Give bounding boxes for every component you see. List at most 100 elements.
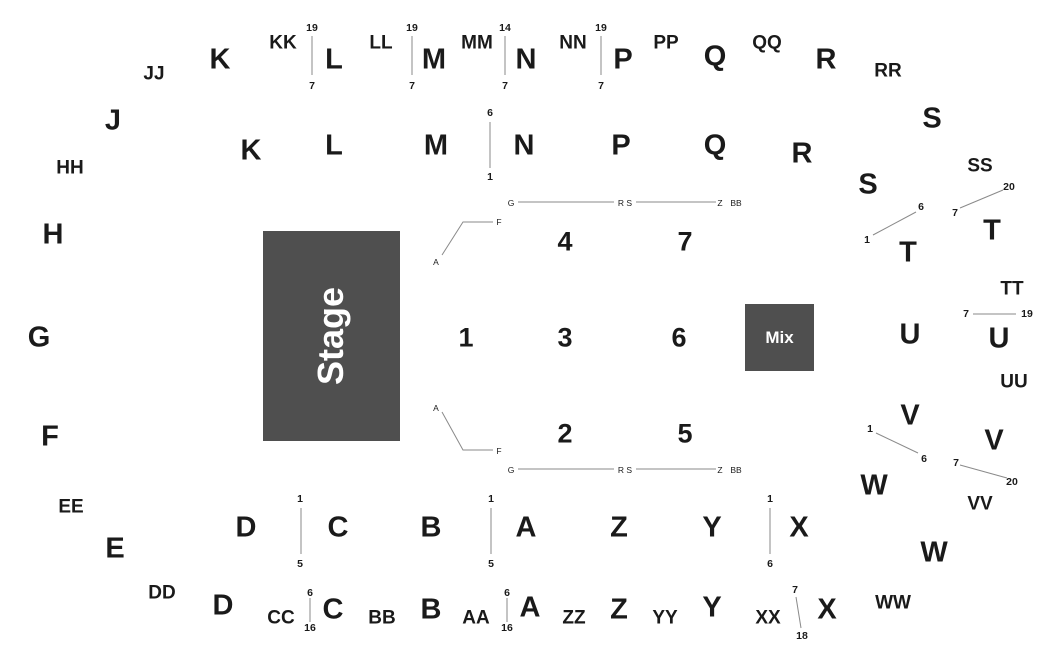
section-y-lower[interactable]: Y — [702, 511, 722, 544]
section-y-upper[interactable]: Y — [702, 591, 722, 624]
section-rr[interactable]: RR — [874, 60, 902, 82]
row-number: 6 — [767, 557, 773, 570]
section-b-lower[interactable]: B — [420, 511, 442, 544]
section-w-outer[interactable]: W — [920, 536, 948, 569]
section-p-lower[interactable]: P — [611, 129, 631, 162]
section-v-inner[interactable]: V — [900, 399, 920, 432]
floor-row-label: R S — [617, 197, 633, 208]
section-zz[interactable]: ZZ — [562, 607, 586, 629]
section-ww[interactable]: WW — [875, 592, 911, 614]
section-pp[interactable]: PP — [653, 32, 679, 54]
section-yy[interactable]: YY — [652, 607, 678, 629]
section-n-upper[interactable]: N — [515, 43, 537, 76]
section-x-upper[interactable]: X — [817, 593, 837, 626]
row-number: 6 — [487, 106, 493, 119]
section-l-lower[interactable]: L — [325, 129, 343, 162]
row-number: 16 — [501, 621, 513, 634]
section-e[interactable]: E — [105, 532, 125, 565]
row-line — [441, 411, 493, 451]
section-f[interactable]: F — [41, 420, 59, 453]
section-nn[interactable]: NN — [559, 32, 587, 54]
row-number: 18 — [796, 629, 808, 642]
section-ee[interactable]: EE — [58, 496, 84, 518]
section-t-inner[interactable]: T — [899, 236, 917, 269]
section-aa[interactable]: AA — [462, 607, 490, 629]
row-number: 6 — [918, 200, 924, 213]
section-h[interactable]: H — [42, 218, 64, 251]
floor-section-7[interactable]: 7 — [677, 226, 693, 257]
row-number: 1 — [297, 492, 303, 505]
section-q-upper[interactable]: Q — [703, 40, 727, 73]
section-r-upper[interactable]: R — [815, 43, 837, 76]
section-mm[interactable]: MM — [461, 32, 493, 54]
section-n-lower[interactable]: N — [513, 129, 535, 162]
section-m-upper[interactable]: M — [421, 43, 447, 76]
row-line — [872, 211, 917, 236]
section-d-lower[interactable]: D — [235, 511, 257, 544]
section-k-upper[interactable]: K — [209, 43, 231, 76]
section-z-upper[interactable]: Z — [610, 593, 628, 626]
floor-section-5[interactable]: 5 — [677, 418, 693, 449]
section-tt[interactable]: TT — [1000, 278, 1024, 300]
section-a-upper[interactable]: A — [519, 591, 541, 624]
row-number: 6 — [921, 452, 927, 465]
section-vv[interactable]: VV — [967, 493, 993, 515]
row-number: 19 — [406, 21, 418, 34]
section-dd[interactable]: DD — [148, 582, 176, 604]
section-b-upper[interactable]: B — [420, 593, 442, 626]
section-p-upper[interactable]: P — [613, 43, 633, 76]
floor-section-2[interactable]: 2 — [557, 418, 573, 449]
section-u-inner[interactable]: U — [899, 318, 921, 351]
floor-row-label: G — [507, 197, 515, 208]
section-u-outer[interactable]: U — [988, 322, 1010, 355]
section-j[interactable]: J — [104, 104, 122, 137]
section-c-lower[interactable]: C — [327, 511, 349, 544]
section-l-upper[interactable]: L — [325, 43, 343, 76]
floor-section-4[interactable]: 4 — [557, 226, 573, 257]
section-jj[interactable]: JJ — [143, 63, 165, 85]
section-s-outer[interactable]: S — [922, 102, 942, 135]
section-q-lower[interactable]: Q — [703, 129, 727, 162]
section-s-inner[interactable]: S — [858, 168, 878, 201]
mix-position: Mix — [745, 304, 814, 371]
row-number: 1 — [864, 233, 870, 246]
section-xx[interactable]: XX — [755, 607, 781, 629]
floor-section-3[interactable]: 3 — [557, 322, 573, 353]
section-cc[interactable]: CC — [267, 607, 295, 629]
section-hh[interactable]: HH — [56, 157, 84, 179]
row-number: 7 — [952, 206, 958, 219]
row-number: 7 — [792, 583, 798, 596]
section-x-lower[interactable]: X — [789, 511, 809, 544]
row-number: 20 — [1006, 475, 1018, 488]
floor-row-label: BB — [730, 197, 742, 208]
section-d-upper[interactable]: D — [212, 589, 234, 622]
section-a-lower[interactable]: A — [515, 511, 537, 544]
section-m-lower[interactable]: M — [423, 129, 449, 162]
stage-label: Stage — [310, 286, 352, 386]
section-kk[interactable]: KK — [269, 32, 297, 54]
section-v-outer[interactable]: V — [984, 424, 1004, 457]
section-ll[interactable]: LL — [369, 32, 393, 54]
floor-row-label: F — [496, 445, 502, 456]
stage: Stage — [263, 231, 400, 441]
floor-row-label: F — [496, 216, 502, 227]
row-number: 7 — [309, 79, 315, 92]
section-z-lower[interactable]: Z — [610, 511, 628, 544]
section-ss[interactable]: SS — [967, 155, 993, 177]
section-t-outer[interactable]: T — [983, 214, 1001, 247]
section-c-upper[interactable]: C — [322, 593, 344, 626]
row-line — [959, 464, 1008, 479]
section-w-inner[interactable]: W — [860, 469, 888, 502]
floor-section-6[interactable]: 6 — [671, 322, 687, 353]
row-number: 6 — [504, 586, 510, 599]
floor-section-1[interactable]: 1 — [458, 322, 474, 353]
section-g[interactable]: G — [27, 321, 51, 354]
section-bb[interactable]: BB — [368, 607, 396, 629]
section-uu[interactable]: UU — [1000, 371, 1028, 393]
section-qq[interactable]: QQ — [752, 32, 782, 54]
section-r-lower[interactable]: R — [791, 137, 813, 170]
floor-row-label: A — [433, 256, 439, 267]
floor-row-label: Z — [717, 464, 723, 475]
section-k-lower[interactable]: K — [240, 134, 262, 167]
